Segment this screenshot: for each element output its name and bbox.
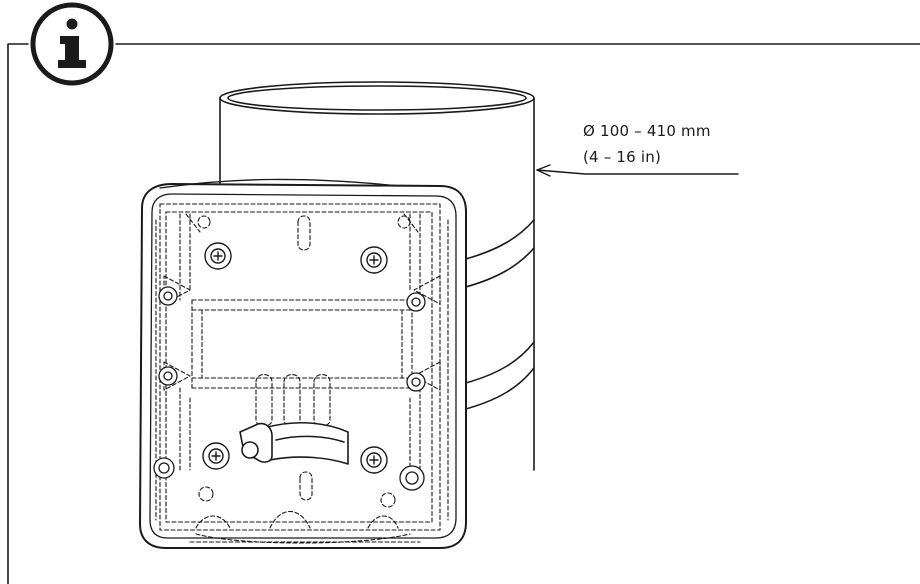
info-icon: [30, 2, 114, 86]
strap-lever: [239, 421, 349, 465]
mounting-straps: [461, 219, 535, 411]
hidden-structure: [155, 203, 449, 544]
screw-bottom-left: [202, 442, 230, 470]
screw-top-right: [360, 246, 388, 274]
dimension-leader: [536, 164, 739, 177]
pole: [219, 81, 535, 471]
diameter-label-inches: (4 – 16 in): [583, 148, 662, 166]
screw-top-left: [204, 242, 232, 270]
diameter-label: Ø 100 – 410 mm: [583, 122, 711, 140]
frame: [7, 43, 920, 584]
side-screws: [153, 286, 426, 491]
mount-bracket: [139, 178, 467, 549]
screw-bottom-right: [360, 446, 388, 474]
